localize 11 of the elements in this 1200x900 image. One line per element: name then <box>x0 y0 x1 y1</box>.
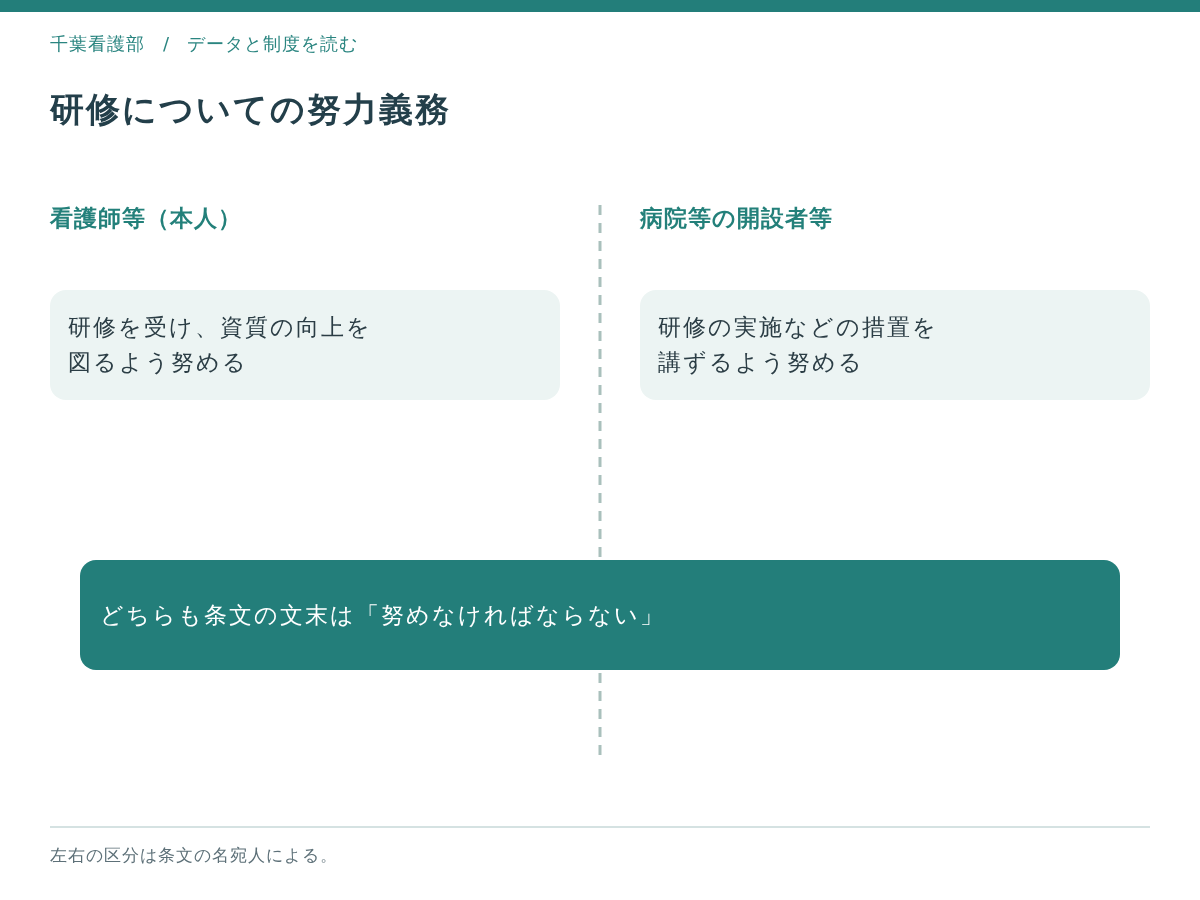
banner-text: どちらも条文の文末は「努めなければならない」 <box>100 600 665 630</box>
column-heading: 病院等の開設者等 <box>640 204 833 233</box>
summary-banner <box>80 560 1120 670</box>
card-text: 研修の実施などの措置を講ずるよう努める <box>658 313 939 377</box>
breadcrumb-text: / <box>163 32 171 56</box>
page-title: 研修についての努力義務 <box>50 88 451 131</box>
column-heading: 看護師等（本人） <box>50 204 242 233</box>
breadcrumb-text: 千葉看護部 <box>50 32 145 56</box>
footnote: 左右の区分は条文の名宛人による。 <box>50 844 338 867</box>
breadcrumb-text: データと制度を読む <box>187 32 358 56</box>
card-text: 研修を受け、資質の向上を図るよう努める <box>68 313 373 377</box>
